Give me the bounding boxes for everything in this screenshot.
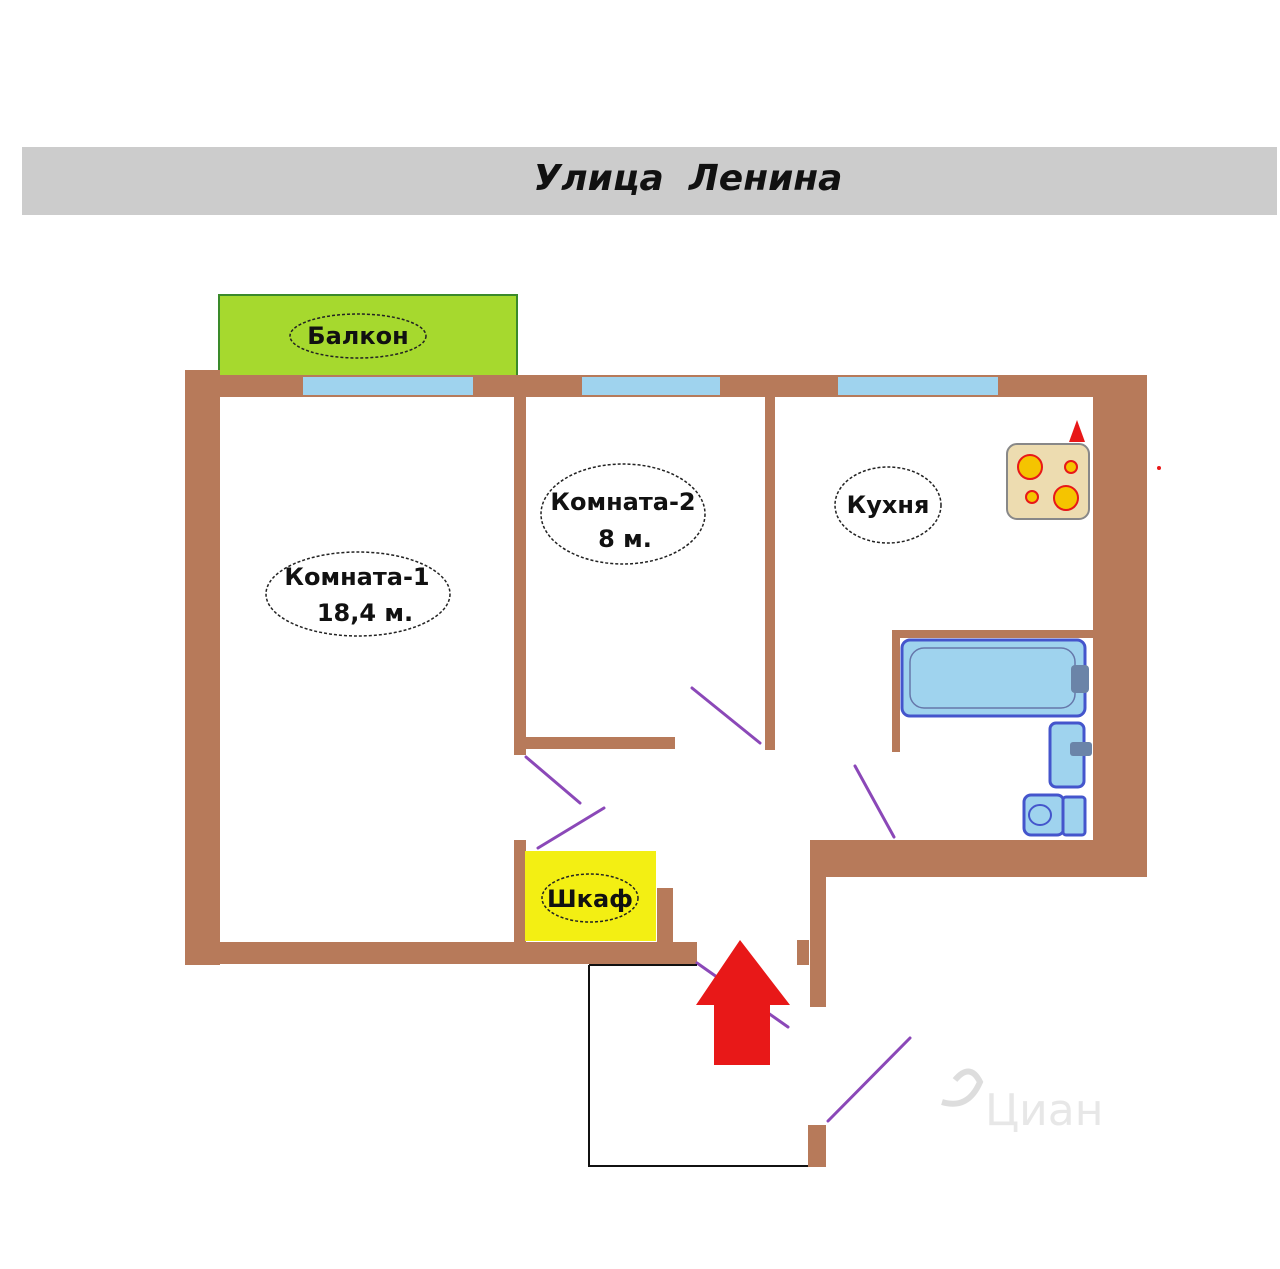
door-room1 <box>524 755 582 805</box>
balcony-label-ellipse <box>289 313 427 359</box>
vestibule <box>588 964 808 1167</box>
bathtub-icon <box>900 638 1089 718</box>
door-vestibule <box>826 1036 912 1123</box>
street-name: Улица Ленина <box>534 158 843 199</box>
kitchen-label-ellipse <box>834 466 942 544</box>
room1-area: 18,4 м. <box>317 599 413 627</box>
street-band <box>22 147 1277 215</box>
balcony-label: Балкон <box>307 322 408 350</box>
stove-icon <box>1006 420 1090 520</box>
closet <box>525 851 656 941</box>
room2-label-ellipse <box>540 463 706 565</box>
window-room2 <box>582 377 720 395</box>
watermark-text: Циан <box>985 1085 1104 1136</box>
window-room1 <box>303 377 473 395</box>
balcony <box>218 294 518 378</box>
marker-dot <box>1157 466 1161 470</box>
toilet-icon <box>1022 793 1087 837</box>
windows <box>303 377 998 395</box>
kitchen-name: Кухня <box>847 491 930 519</box>
room1-name: Комната-1 <box>284 563 429 591</box>
cian-watermark: Циан <box>941 1068 1104 1136</box>
room2-area: 8 м. <box>598 525 652 553</box>
room1-label-ellipse <box>265 551 451 637</box>
window-kitchen <box>838 377 998 395</box>
sink-icon <box>1048 721 1092 789</box>
door-closet <box>536 806 606 850</box>
room2-name: Комната-2 <box>550 488 695 516</box>
door-room2 <box>690 686 762 745</box>
closet-label-ellipse <box>541 873 639 923</box>
closet-label: Шкаф <box>547 885 633 913</box>
entry-arrow-icon <box>696 940 790 1065</box>
door-bathroom <box>853 764 896 839</box>
